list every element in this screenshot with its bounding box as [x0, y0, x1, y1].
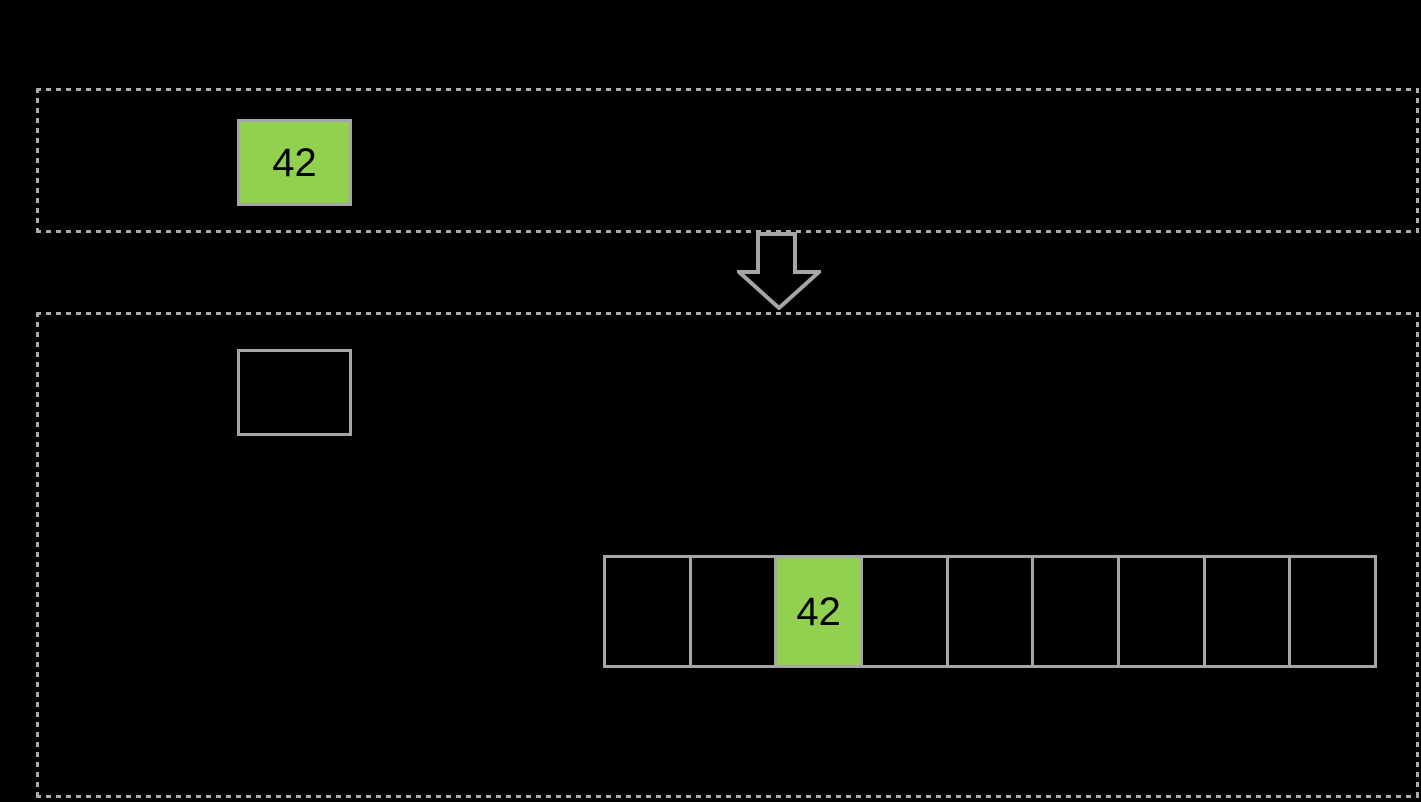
array-cell-3: [863, 558, 949, 665]
value-box: 42: [237, 119, 352, 206]
array-cell-6: [1120, 558, 1206, 665]
array-cell-7: [1206, 558, 1292, 665]
down-arrow-icon: [733, 232, 825, 311]
array-cell-4: [949, 558, 1035, 665]
memory-array: 42: [603, 555, 1377, 668]
array-cell-1: [692, 558, 778, 665]
array-cell-8: [1291, 558, 1374, 665]
array-cell-2: 42: [777, 558, 864, 665]
array-cell-0: [606, 558, 692, 665]
reference-box: [237, 349, 352, 436]
array-cell-5: [1034, 558, 1121, 665]
